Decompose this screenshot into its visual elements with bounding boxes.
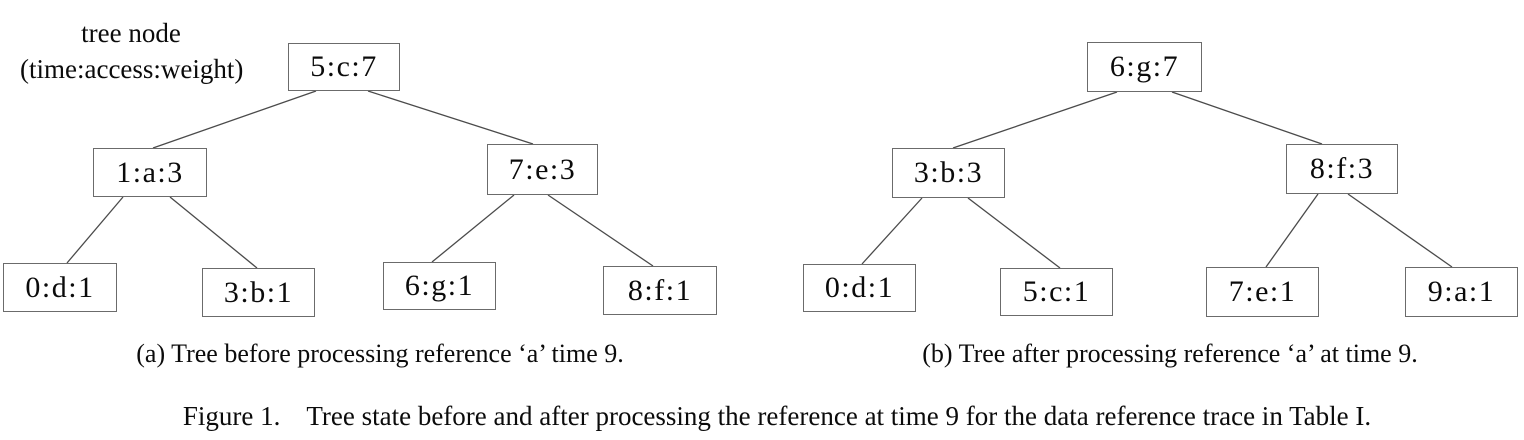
edge-a-left-leaf2 <box>169 196 258 269</box>
edge-b-root-left <box>952 91 1118 149</box>
tree-a-node-leaf1: 0:d:1 <box>3 263 117 312</box>
tree-a-node-left: 1:a:3 <box>93 148 207 197</box>
edge-b-right-leaf3 <box>1265 193 1319 268</box>
edge-a-left-leaf1 <box>66 196 124 264</box>
subcaption-b: (b) Tree after processing reference ‘a’ … <box>922 339 1418 368</box>
tree-b-node-right: 8:f:3 <box>1286 144 1398 194</box>
figure-caption-label: Figure 1. <box>182 401 281 431</box>
edge-a-root-left <box>152 90 317 149</box>
tree-a-node-leaf3: 6:g:1 <box>383 262 496 310</box>
edge-b-root-right <box>1171 91 1323 145</box>
tree-b-node-leaf4: 9:a:1 <box>1405 267 1518 317</box>
tree-a-node-root: 5:c:7 <box>288 43 400 91</box>
tree-a-node-leaf4: 8:f:1 <box>603 266 717 315</box>
tree-b-node-leaf2: 5:c:1 <box>1000 268 1113 316</box>
edge-b-left-leaf1 <box>861 197 923 265</box>
edge-a-right-leaf3 <box>431 194 515 263</box>
tree-b-node-leaf1: 0:d:1 <box>803 264 916 312</box>
edge-a-root-right <box>367 90 534 145</box>
figure-caption-text: Tree state before and after processing t… <box>306 401 1372 431</box>
figure-caption: Figure 1. Tree state before and after pro… <box>30 400 1524 432</box>
tree-b-node-left: 3:b:3 <box>892 148 1005 198</box>
annotation-line2: (time:access:weight) <box>20 54 244 84</box>
annotation-line1: tree node <box>81 18 181 48</box>
subcaption-a: (a) Tree before processing reference ‘a’… <box>136 339 624 368</box>
tree-b-node-leaf3: 7:e:1 <box>1206 267 1319 317</box>
node-format-annotation: tree node (time:access:weight) <box>20 15 244 87</box>
tree-b-node-root: 6:g:7 <box>1087 42 1202 92</box>
tree-a-node-leaf2: 3:b:1 <box>202 268 315 317</box>
edge-b-left-leaf2 <box>967 197 1061 269</box>
edge-a-right-leaf4 <box>547 194 654 267</box>
edge-b-right-leaf4 <box>1347 193 1453 268</box>
tree-a-node-right: 7:e:3 <box>487 144 598 195</box>
